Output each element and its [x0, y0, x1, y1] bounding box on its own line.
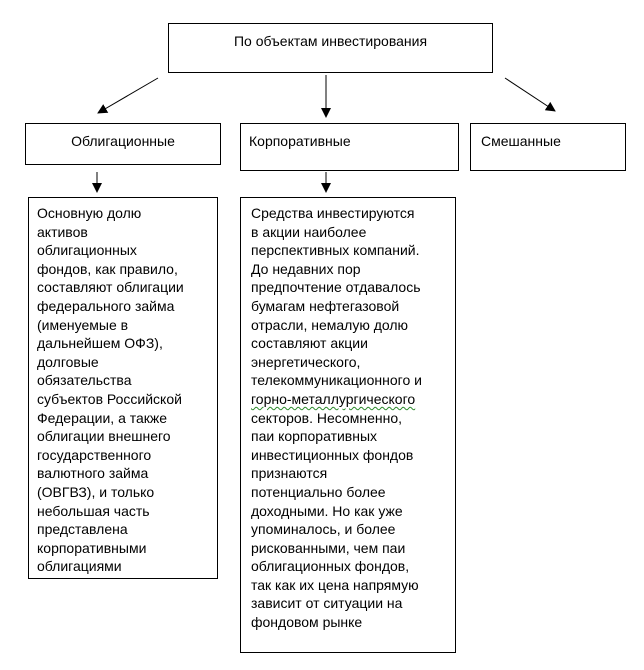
corporate-desc-line: рискованными, чем паи [251, 539, 406, 556]
bond-description-text: Основную долю активов облигационных фонд… [37, 204, 184, 576]
corporate-desc-line: Средства инвестируются [251, 205, 415, 221]
corporate-desc-line: энергетического, [251, 353, 361, 370]
bond-desc-line: небольшая часть [37, 502, 150, 519]
bond-desc-line: субъектов Российской [37, 390, 182, 407]
bond-desc-line: обязательства [37, 372, 132, 389]
category-bond-label: Облигационные [71, 133, 175, 149]
arrow-to-bond [97, 77, 159, 114]
corporate-desc-line: упоминалось, и более [251, 521, 396, 538]
corporate-desc-line: составляют акции [251, 335, 368, 352]
corporate-description-box: Средства инвестируются в акции наиболее … [240, 197, 456, 653]
bond-desc-line: дальнейшем ОФЗ), [37, 335, 163, 352]
corporate-description-text: Средства инвестируются в акции наиболее … [251, 204, 422, 632]
bond-desc-line: корпоративными [37, 539, 147, 556]
bond-desc-line: (ОВГВЗ), и только [37, 483, 155, 500]
corporate-desc-line: потенциально более [251, 483, 386, 500]
root-box: По объектам инвестирования [168, 23, 493, 73]
root-label: По объектам инвестирования [233, 33, 428, 49]
category-mixed-label: Смешанные [481, 133, 561, 149]
bond-desc-line: облигации внешнего [37, 428, 171, 445]
bond-desc-line: (именуемые в [37, 316, 129, 333]
corporate-desc-line: в акции наиболее [251, 223, 367, 240]
bond-desc-line: фондов, как правило, [37, 260, 178, 277]
bond-desc-line: долговые [37, 353, 99, 370]
corporate-desc-line: паи корпоративных [251, 428, 378, 445]
bond-description-box: Основную долю активов облигационных фонд… [28, 197, 218, 579]
corporate-desc-line: предпочтение отдавалось [251, 279, 421, 296]
corporate-desc-line: признаются [251, 465, 328, 482]
bond-desc-line: составляют облигации [37, 279, 184, 296]
bond-desc-line: валютного займа [37, 465, 149, 482]
corporate-desc-line: До недавних пор [251, 260, 361, 277]
corporate-desc-line: доходными. Но как уже [251, 502, 403, 519]
corporate-desc-line: так как их цена напрямую [251, 576, 419, 593]
bond-desc-line: федерального займа [37, 297, 175, 314]
corporate-desc-line: фондовом рынке [251, 614, 363, 631]
corporate-desc-line-spellcheck: горно-металлургического [251, 390, 416, 407]
bond-desc-line: Основную долю [37, 205, 142, 221]
bond-desc-line: активов [37, 223, 88, 240]
corporate-desc-line: облигационных фондов, [251, 558, 410, 575]
corporate-desc-line: отрасли, немалую долю [251, 316, 409, 333]
arrow-to-mixed [504, 77, 556, 112]
bond-desc-line: государственного [37, 446, 152, 463]
category-corporate-label: Корпоративные [249, 133, 351, 149]
bond-desc-line: Федерации, а также [37, 409, 168, 426]
corporate-desc-line: зависит от ситуации на [251, 595, 403, 612]
corporate-desc-line: перспективных компаний. [251, 242, 420, 259]
corporate-desc-line: телекоммуникационного и [251, 372, 422, 389]
bond-desc-line: представлена [37, 521, 128, 538]
bond-desc-line: облигационных [37, 242, 137, 259]
bond-desc-line: облигациями [37, 558, 122, 575]
corporate-desc-line: инвестиционных фондов [251, 446, 414, 463]
category-corporate-box: Корпоративные [240, 123, 459, 171]
corporate-desc-line: секторов. Несомненно, [251, 409, 403, 426]
corporate-desc-line: бумагам нефтегазовой [251, 297, 400, 314]
category-bond-box: Облигационные [25, 123, 221, 165]
category-mixed-box: Смешанные [470, 123, 626, 171]
